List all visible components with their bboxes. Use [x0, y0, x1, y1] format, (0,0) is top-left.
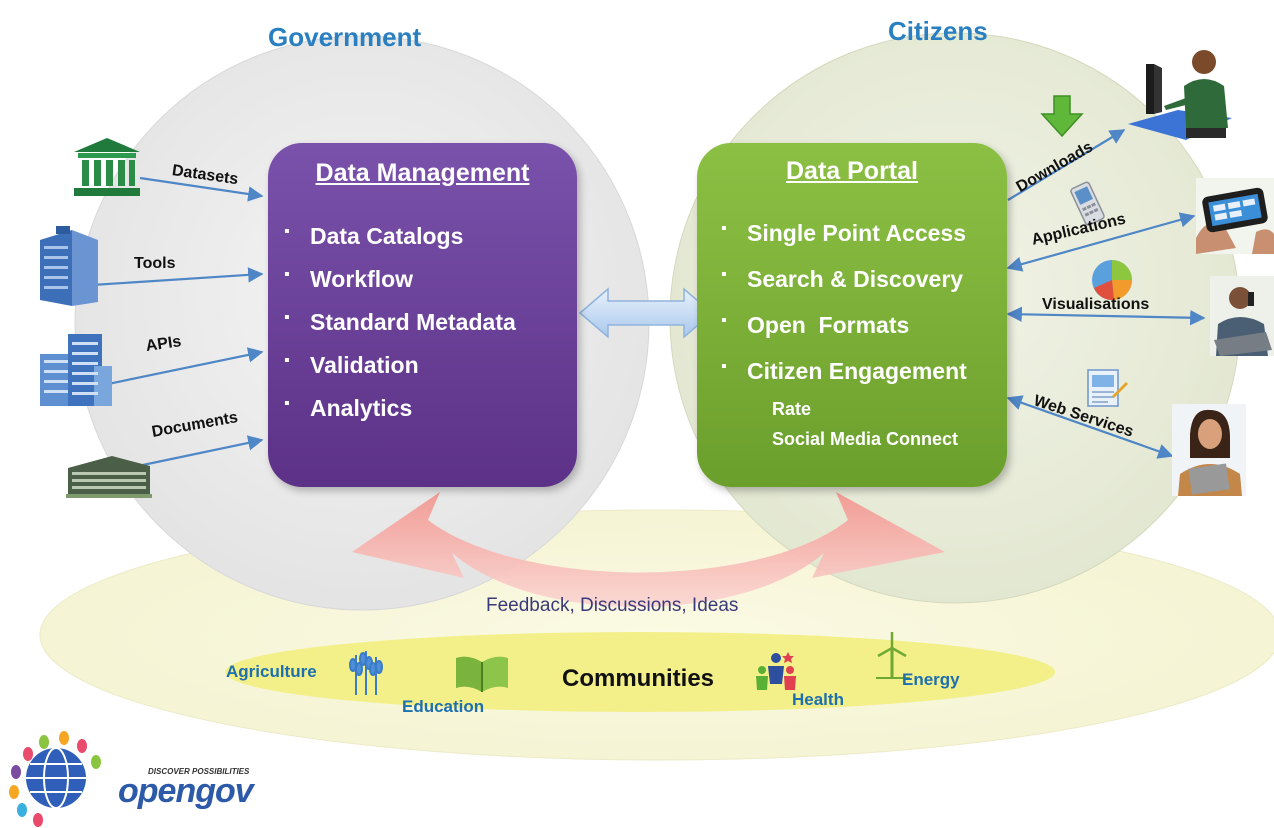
book-icon — [456, 656, 508, 692]
download-arrow-icon — [1040, 95, 1084, 138]
people-icon — [756, 652, 796, 690]
data-management-item: Workflow — [284, 266, 516, 293]
education-label: Education — [402, 697, 485, 716]
communities-label: Communities — [562, 665, 715, 692]
campus-building-icon — [66, 456, 152, 498]
data-management-list: Data Catalogs Workflow Standard Metadata… — [284, 223, 516, 422]
data-management-box: Data Management Data Catalogs Workflow S… — [268, 143, 577, 487]
person-on-phone-icon — [1210, 276, 1274, 356]
data-management-title: Data Management — [315, 159, 530, 187]
web-document-icon — [1087, 369, 1128, 407]
data-portal-box: Data Portal Single Point Access Search &… — [697, 143, 1007, 487]
woman-with-tablet-icon — [1172, 404, 1246, 496]
health-label: Health — [792, 690, 844, 709]
data-portal-item: Citizen Engagement — [721, 358, 967, 385]
data-portal-item: Search & Discovery — [721, 266, 967, 293]
tablet-hands-icon — [1196, 178, 1274, 254]
pie-chart-icon — [1092, 260, 1133, 301]
person-at-computer-icon — [1128, 50, 1232, 140]
opengov-logo — [9, 731, 101, 827]
government-heading: Government — [268, 22, 422, 52]
office-tower-icon — [40, 226, 98, 306]
logo-name: opengov — [118, 772, 254, 810]
visualisations-label: Visualisations — [1042, 296, 1150, 313]
data-portal-item: Single Point Access — [721, 220, 967, 247]
logo-tagline: DISCOVER POSSIBILITIES — [148, 767, 250, 776]
communities-inner-ellipse — [225, 632, 1055, 712]
data-portal-title: Data Portal — [786, 157, 918, 185]
wind-turbine-icon — [876, 632, 910, 679]
wheat-icon — [349, 651, 383, 695]
data-management-item: Validation — [284, 352, 516, 379]
data-portal-item: Open Formats — [721, 312, 967, 339]
feedback-label: Feedback, Discussions, Ideas — [486, 595, 739, 616]
data-portal-subitem: Rate — [772, 399, 812, 419]
data-management-item: Standard Metadata — [284, 309, 516, 336]
energy-label: Energy — [902, 670, 960, 689]
data-portal-subitem: Social Media Connect — [772, 429, 959, 449]
citizens-heading: Citizens — [888, 16, 988, 46]
tools-label: Tools — [134, 255, 176, 272]
agriculture-label: Agriculture — [226, 662, 317, 681]
bank-building-icon — [74, 138, 140, 196]
data-management-item: Analytics — [284, 395, 516, 422]
office-building-icon — [40, 334, 112, 406]
mobile-phone-icon — [1070, 181, 1105, 226]
data-management-item: Data Catalogs — [284, 223, 516, 250]
data-portal-list: Single Point Access Search & Discovery O… — [721, 220, 967, 385]
